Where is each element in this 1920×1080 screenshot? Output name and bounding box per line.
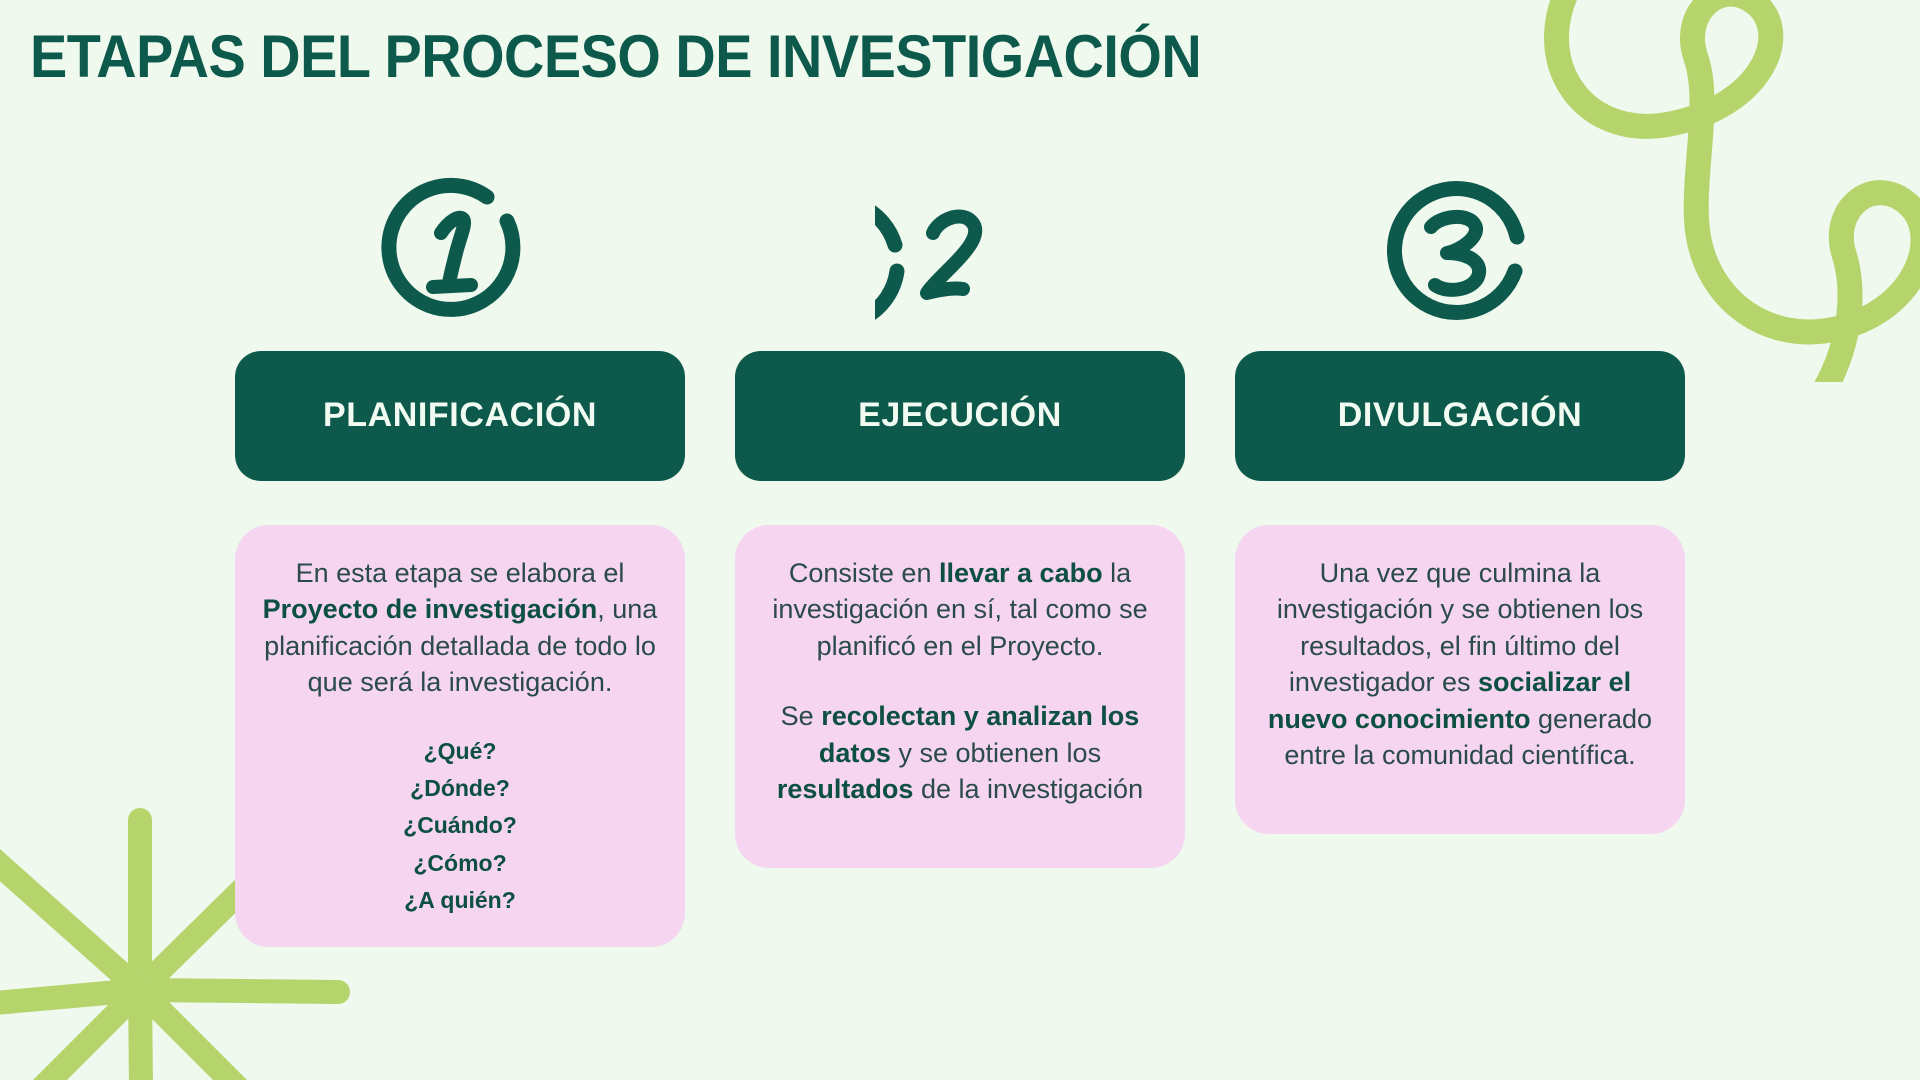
body-text: Una vez que culmina la investigación y s… [1276,558,1644,698]
stage-card-2: Consiste en llevar a cabo la investigaci… [735,525,1185,868]
card-paragraph: Consiste en llevar a cabo la investigaci… [761,555,1159,664]
question-item: ¿Dónde? [410,775,510,801]
body-text: Consiste en [788,558,939,588]
emphasis-text: Proyecto de investigación [262,594,598,625]
question-item: ¿A quién? [404,886,516,913]
page-title: ETAPAS DEL PROCESO DE INVESTIGACIÓN [30,23,1202,90]
stage-paragraphs-3: Una vez que culmina la investigación y s… [1261,555,1659,774]
body-text: En esta etapa se elabora el [295,558,625,588]
stage-header-1[interactable]: PLANIFICACIÓN [235,351,685,481]
card-paragraph: Se recolectan y analizan los datos y se … [761,698,1159,807]
stage-number-badge-2 [875,205,983,320]
stage-number-badge-1 [381,177,521,317]
stage-column-3: DIVULGACIÓN Una vez que culmina la inves… [1235,175,1685,947]
emphasis-text: socializar el nuevo conocimiento [1267,667,1632,734]
body-text: la investigación en sí, tal como se plan… [772,558,1148,661]
emphasis-text: resultados [776,774,914,805]
card-paragraph: Una vez que culmina la investigación y s… [1261,555,1659,774]
question-item: ¿Cuándo? [403,812,517,839]
body-text: Se [780,701,822,732]
stage-header-label-3: DIVULGACIÓN [1337,396,1583,435]
stage-card-1: En esta etapa se elabora el Proyecto de … [235,525,685,947]
stage-header-3[interactable]: DIVULGACIÓN [1235,351,1685,481]
emphasis-text: llevar a cabo [938,558,1103,588]
stage-paragraphs-1: En esta etapa se elabora el Proyecto de … [261,555,659,701]
stage-header-2[interactable]: EJECUCIÓN [735,351,1185,481]
body-text: de la investigación [913,774,1144,805]
body-text: generado entre la comunidad científica. [1284,703,1653,771]
stage-column-2: EJECUCIÓN Consiste en llevar a cabo la i… [735,175,1185,947]
body-text: , una planificación detallada de todo lo… [264,594,658,698]
stage-header-label-2: EJECUCIÓN [858,396,1062,435]
question-list-1: ¿Qué? ¿Dónde? ¿Cuándo? ¿Cómo? ¿A quién? [261,733,659,919]
stage-card-3: Una vez que culmina la investigación y s… [1235,525,1685,834]
stage-column-1: PLANIFICACIÓN En esta etapa se elabora e… [235,175,685,947]
body-text: y se obtienen los [890,737,1102,768]
emphasis-text: recolectan y analizan los datos [818,701,1140,768]
stage-number-badge-3 [1386,181,1525,320]
stage-paragraphs-2: Consiste en llevar a cabo la investigaci… [761,555,1159,808]
question-item: ¿Cómo? [413,849,507,876]
question-item: ¿Qué? [423,737,497,764]
stage-header-label-1: PLANIFICACIÓN [322,396,598,435]
card-paragraph: En esta etapa se elabora el Proyecto de … [261,555,659,701]
stages-row: PLANIFICACIÓN En esta etapa se elabora e… [0,175,1920,947]
